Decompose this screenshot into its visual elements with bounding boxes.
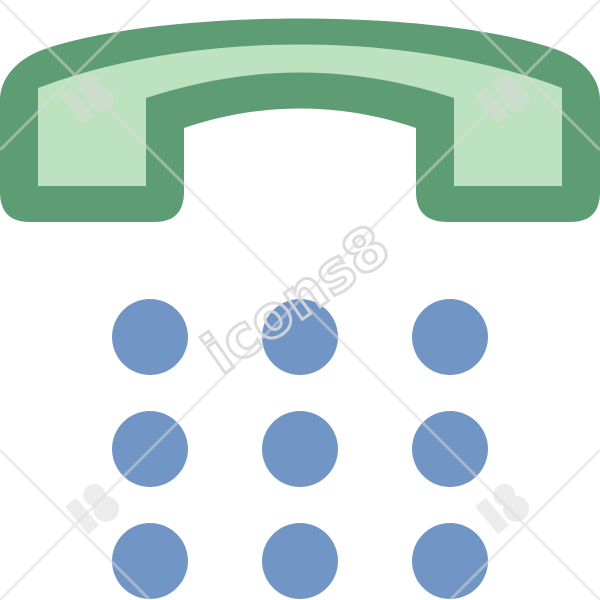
icons8-logo-icon xyxy=(475,74,530,125)
icons8-logo-icon xyxy=(475,484,530,535)
keypad-dot xyxy=(262,299,338,375)
keypad-dot xyxy=(412,299,488,375)
keypad-dot xyxy=(112,299,188,375)
phone-handset-icon xyxy=(0,18,600,222)
handset-fill xyxy=(38,44,562,186)
watermark-badges xyxy=(60,74,530,535)
keypad-dot xyxy=(262,523,338,599)
keypad-dot xyxy=(262,411,338,487)
icons8-logo-icon xyxy=(65,484,120,535)
keypad-dot xyxy=(112,411,188,487)
keypad-dot xyxy=(412,411,488,487)
keypad xyxy=(112,299,488,599)
keypad-dot xyxy=(112,523,188,599)
icons8-logo-icon xyxy=(60,74,115,125)
keypad-dot xyxy=(412,523,488,599)
